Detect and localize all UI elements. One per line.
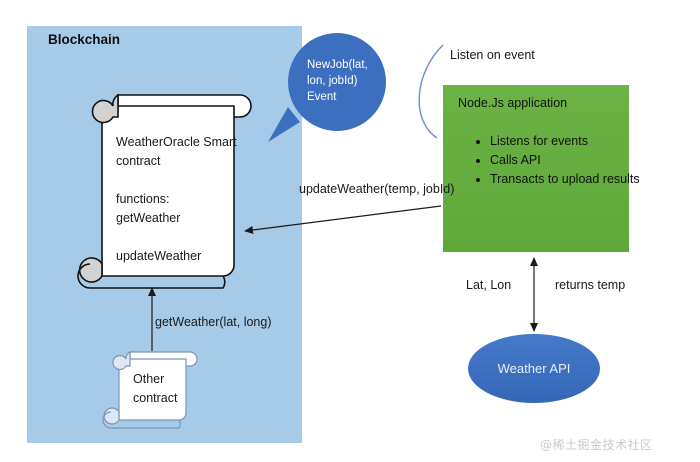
listen-on-event-arc — [418, 44, 444, 139]
returns-temp-label: returns temp — [555, 278, 626, 292]
list-item: Transacts to upload results — [490, 170, 640, 189]
other-contract-shape — [102, 351, 198, 429]
list-item: Listens for events — [490, 132, 640, 151]
nodejs-title: Node.Js application — [458, 96, 568, 110]
listen-on-event-label: Listen on event — [450, 48, 535, 62]
newjob-event-bubble — [268, 33, 386, 142]
update-weather-label: updateWeather(temp, jobId) — [299, 182, 455, 196]
other-contract-text: Other contract — [133, 372, 178, 405]
lat-lon-label: Lat, Lon — [466, 278, 512, 292]
list-item: Calls API — [490, 151, 640, 170]
weather-api-label: Weather API — [497, 361, 571, 376]
weather-api-node: Weather API — [468, 334, 600, 403]
oracle-contract-text: WeatherOracle Smart contract functions: … — [116, 135, 237, 263]
nodejs-application-box — [443, 85, 629, 252]
update-weather-arrow — [244, 205, 442, 234]
oracle-contract-shape — [77, 93, 252, 289]
nodejs-bullet-list: Listens for events Calls API Transacts t… — [472, 132, 640, 189]
newjob-bubble-text: NewJob(lat, lon, jobId) Event — [307, 59, 368, 103]
watermark: @稀土掘金技术社区 — [540, 438, 653, 452]
get-weather-label: getWeather(lat, long) — [155, 315, 272, 329]
blockchain-label: Blockchain — [48, 32, 121, 47]
